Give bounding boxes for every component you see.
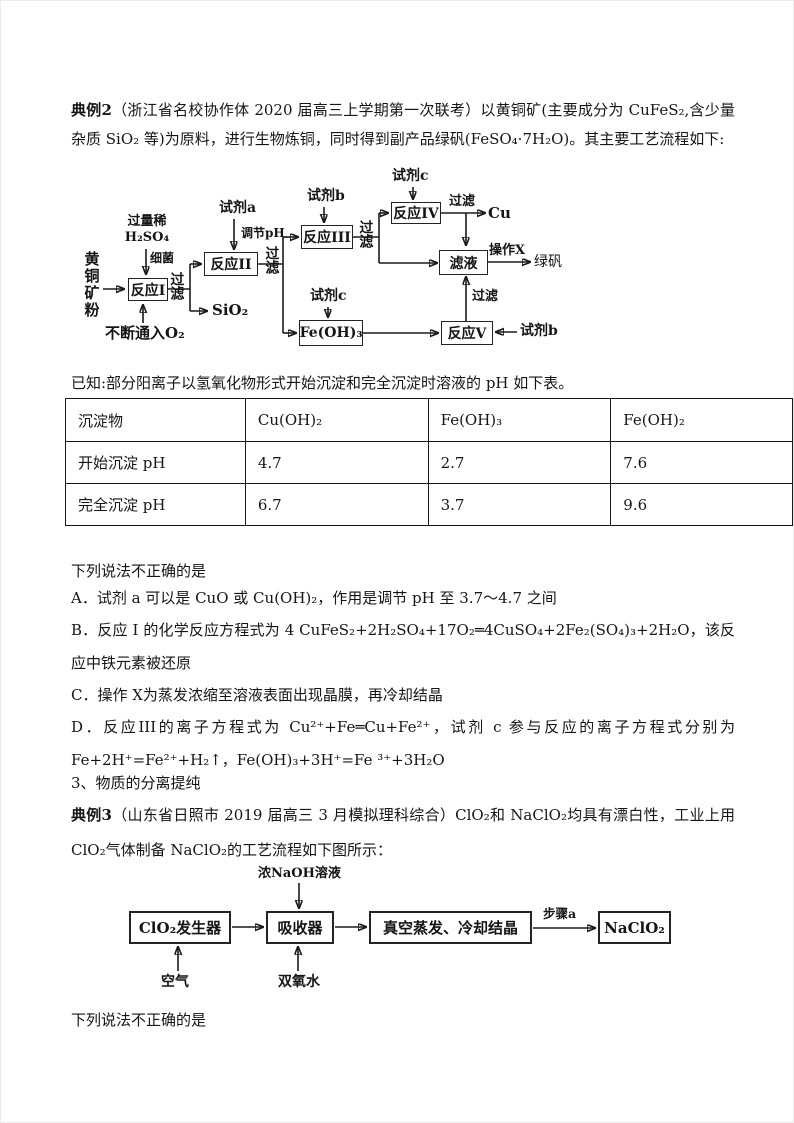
h2o2-input-label: 双氧水 [278,974,320,990]
evaporation-box: 真空蒸发、冷却结晶 [369,911,532,944]
table-header-cell: Fe(OH)₃ [427,398,612,442]
option-c: C．操作 X为蒸发浓缩至溶液表面出现晶膜，再冷却结晶 [71,686,443,704]
example2-label: 典例2 [71,101,112,119]
reagent-c2-label: 试剂c [310,288,347,304]
feoh3-box: Fe(OH)₃ [299,320,363,346]
filter-label-4: 过滤 [449,194,476,209]
ph-table: 沉淀物 Cu(OH)₂ Fe(OH)₃ Fe(OH)₂ 开始沉淀 pH 4.7 … [65,398,793,526]
ore-input-label: 黄铜矿粉 [82,251,101,319]
example3-paragraph: 典例3（山东省日照市 2019 届高三 3 月模拟理科综合）ClO₂和 NaCl… [71,798,735,868]
table-header-cell: Cu(OH)₂ [244,398,429,442]
dilute-acid-line1: 过量稀 [127,214,167,229]
operation-x-label: 操作X [489,243,526,258]
naclo2-process-flowchart: 浓NaOH溶液 ClO₂发生器 吸收器 真空蒸发、冷却结晶 步骤a NaClO₂… [61,863,701,1008]
clo2-generator-box: ClO₂发生器 [129,911,231,944]
table-header-row: 沉淀物 Cu(OH)₂ Fe(OH)₃ Fe(OH)₂ [65,398,793,442]
table-header-cell: Fe(OH)₂ [610,398,793,442]
absorber-box: 吸收器 [266,911,334,944]
table-row: 完全沉淀 pH 6.7 3.7 9.6 [65,483,793,526]
air-input-label: 空气 [161,974,189,990]
question2-line: 下列说法不正确的是 [71,1011,207,1029]
known-info-line: 已知:部分阳离子以氢氧化物形式开始沉淀和完全沉淀时溶液的 pH 如下表。 [71,374,574,392]
reaction5-box: 反应V [441,321,493,345]
reaction3-box: 反应III [301,225,353,249]
table-row: 开始沉淀 pH 4.7 2.7 7.6 [65,441,793,484]
step-a-label: 步骤a [543,906,577,921]
copper-process-flowchart: 黄铜矿粉 过量稀 H₂SO₄ 细菌 反应I 过滤 不断通入O₂ SiO₂ 试剂a… [61,161,641,366]
reaction1-box: 反应I [128,278,168,301]
example3-label: 典例3 [71,806,112,824]
cu-output-label: Cu [488,204,511,222]
bacteria-label: 细菌 [150,251,175,265]
filter-label-5: 过滤 [472,289,499,304]
reagent-b-label: 试剂b [307,188,345,204]
example3-text: （山东省日照市 2019 届高三 3 月模拟理科综合）ClO₂和 NaClO₂均… [71,806,735,859]
table-cell: 开始沉淀 pH [65,441,246,484]
filter-label-1: 过滤 [168,272,185,300]
adjust-ph-label: 调节pH [241,226,285,240]
naoh-input-label: 浓NaOH溶液 [258,866,341,881]
filter-label-2: 过滤 [263,246,280,274]
table-cell: 3.7 [427,483,612,526]
reagent-b2-label: 试剂b [520,323,558,339]
filtrate-box: 滤液 [439,250,488,275]
table-cell: 2.7 [427,441,612,484]
example2-text: （浙江省名校协作体 2020 届高三上学期第一次联考）以黄铜矿(主要成分为 Cu… [71,101,735,148]
table-header-cell: 沉淀物 [65,398,246,442]
table-cell: 4.7 [244,441,429,484]
filter-label-3: 过滤 [357,220,374,248]
option-b: B．反应 I 的化学反应方程式为 4 CuFeS₂+2H₂SO₄+17O₂═4C… [71,621,735,672]
table-cell: 9.6 [610,483,793,526]
section3-heading: 3、物质的分离提纯 [71,774,201,792]
reaction4-box: 反应IV [391,202,441,224]
option-d: D．反应III的离子方程式为 Cu²⁺+Fe═Cu+Fe²⁺，试剂 c 参与反应… [71,718,735,769]
reagent-c-label: 试剂c [392,168,429,184]
green-vitriol-label: 绿矾 [534,254,562,270]
table-cell: 完全沉淀 pH [65,483,246,526]
table-cell: 6.7 [244,483,429,526]
dilute-acid-line2: H₂SO₄ [124,230,170,245]
example2-paragraph: 典例2（浙江省名校协作体 2020 届高三上学期第一次联考）以黄铜矿(主要成分为… [71,96,735,154]
reaction2-box: 反应II [204,252,258,276]
table-cell: 7.6 [610,441,793,484]
question1-line: 下列说法不正确的是 [71,562,207,580]
sio2-output-label: SiO₂ [212,301,249,319]
reagent-a-label: 试剂a [219,200,257,216]
option-a: A．试剂 a 可以是 CuO 或 Cu(OH)₂，作用是调节 pH 至 3.7～… [71,589,557,607]
naclo2-product-box: NaClO₂ [598,911,671,944]
oxygen-input-label: 不断通入O₂ [105,324,185,342]
